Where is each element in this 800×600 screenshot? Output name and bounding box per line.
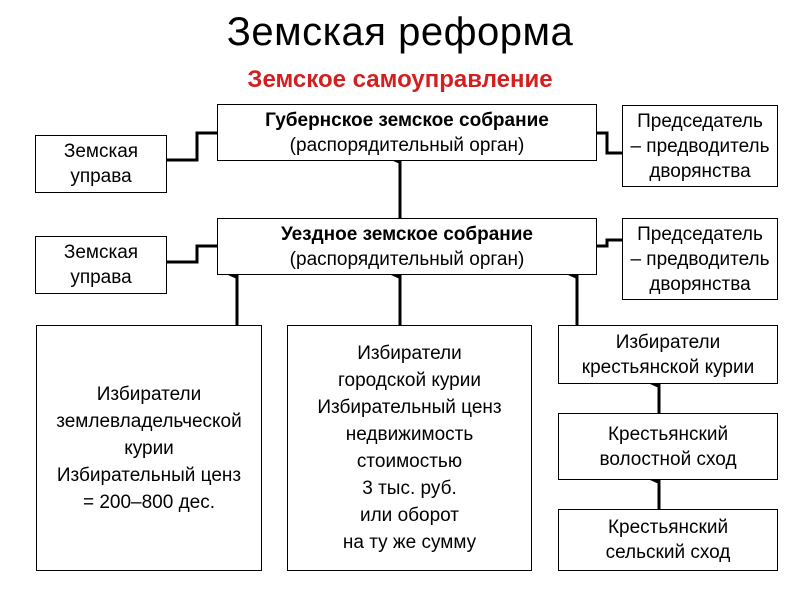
box-gubern-assembly: Губернское земское собрание (распорядите… — [217, 104, 597, 161]
city-line-3: Избирательный ценз — [317, 397, 502, 418]
box-village-assembly: Крестьянский сельский сход — [558, 509, 778, 571]
gubern-role: (распорядительный орган) — [289, 134, 525, 156]
village-line-1: Крестьянский — [607, 517, 729, 538]
chair-bottom-line-3: дворянства — [649, 273, 751, 295]
city-line-1: Избиратели — [357, 343, 462, 364]
city-line-7: или оборот — [359, 505, 460, 526]
chair-top-line-1: Председатель — [637, 110, 763, 132]
uezd-role: (распорядительный орган) — [289, 248, 525, 270]
landowners-line-3: курии — [124, 437, 174, 459]
uprava-bottom-line-1: Земская — [63, 242, 139, 263]
landowners-line-2: землевладельческой — [56, 410, 242, 432]
box-city-curia: Избиратели городской курии Избирательный… — [287, 325, 532, 571]
landowners-line-5: = 200–800 дес. — [82, 491, 216, 513]
uprava-top-line-2: управа — [70, 166, 132, 187]
landowners-line-4: Избирательный ценз — [56, 464, 242, 486]
chair-bottom-line-2: – предводитель — [630, 248, 770, 270]
city-line-5: стоимостью — [356, 451, 463, 472]
chair-top-line-3: дворянства — [649, 160, 751, 182]
city-line-4: недвижимость — [345, 424, 474, 445]
city-line-8: на ту же сумму — [342, 532, 477, 553]
city-line-6: 3 тыс. руб. — [362, 478, 457, 499]
box-volost-assembly: Крестьянский волостной сход — [558, 413, 778, 480]
connector-chair-top — [597, 131, 622, 155]
connector-chair-bottom — [597, 238, 622, 248]
peasant-voters-line-1: Избиратели — [615, 331, 721, 353]
landowners-line-1: Избиратели — [96, 383, 202, 405]
box-peasant-curia: Избиратели крестьянской курии — [558, 325, 778, 384]
uezd-name: Уездное земское собрание — [280, 223, 534, 245]
box-uprava-top: Земская управа — [35, 135, 167, 193]
box-chair-top: Председатель – предводитель дворянства — [622, 105, 778, 187]
box-landowner-curia: Избиратели землевладельческой курии Изби… — [36, 325, 262, 571]
box-uezd-assembly: Уездное земское собрание (распорядительн… — [217, 218, 597, 275]
box-uprava-bottom: Земская управа — [35, 236, 167, 294]
page-subtitle: Земское самоуправление — [247, 66, 553, 93]
peasant-voters-line-2: крестьянской курии — [581, 356, 755, 378]
uprava-top-line-1: Земская — [63, 141, 139, 162]
page-title: Земская реформа — [226, 10, 574, 54]
connector-uprava-top — [167, 131, 217, 162]
village-line-2: сельский сход — [605, 542, 731, 563]
connector-uprava-bottom — [167, 244, 217, 264]
uprava-bottom-line-2: управа — [70, 267, 132, 288]
volost-line-1: Крестьянский — [607, 423, 729, 445]
volost-line-2: волостной сход — [599, 448, 737, 470]
box-chair-bottom: Председатель – предводитель дворянства — [622, 218, 778, 300]
gubern-name: Губернское земское собрание — [265, 109, 549, 131]
city-line-2: городской курии — [338, 370, 481, 391]
chair-top-line-2: – предводитель — [630, 135, 770, 157]
chair-bottom-line-1: Председатель — [637, 223, 763, 245]
